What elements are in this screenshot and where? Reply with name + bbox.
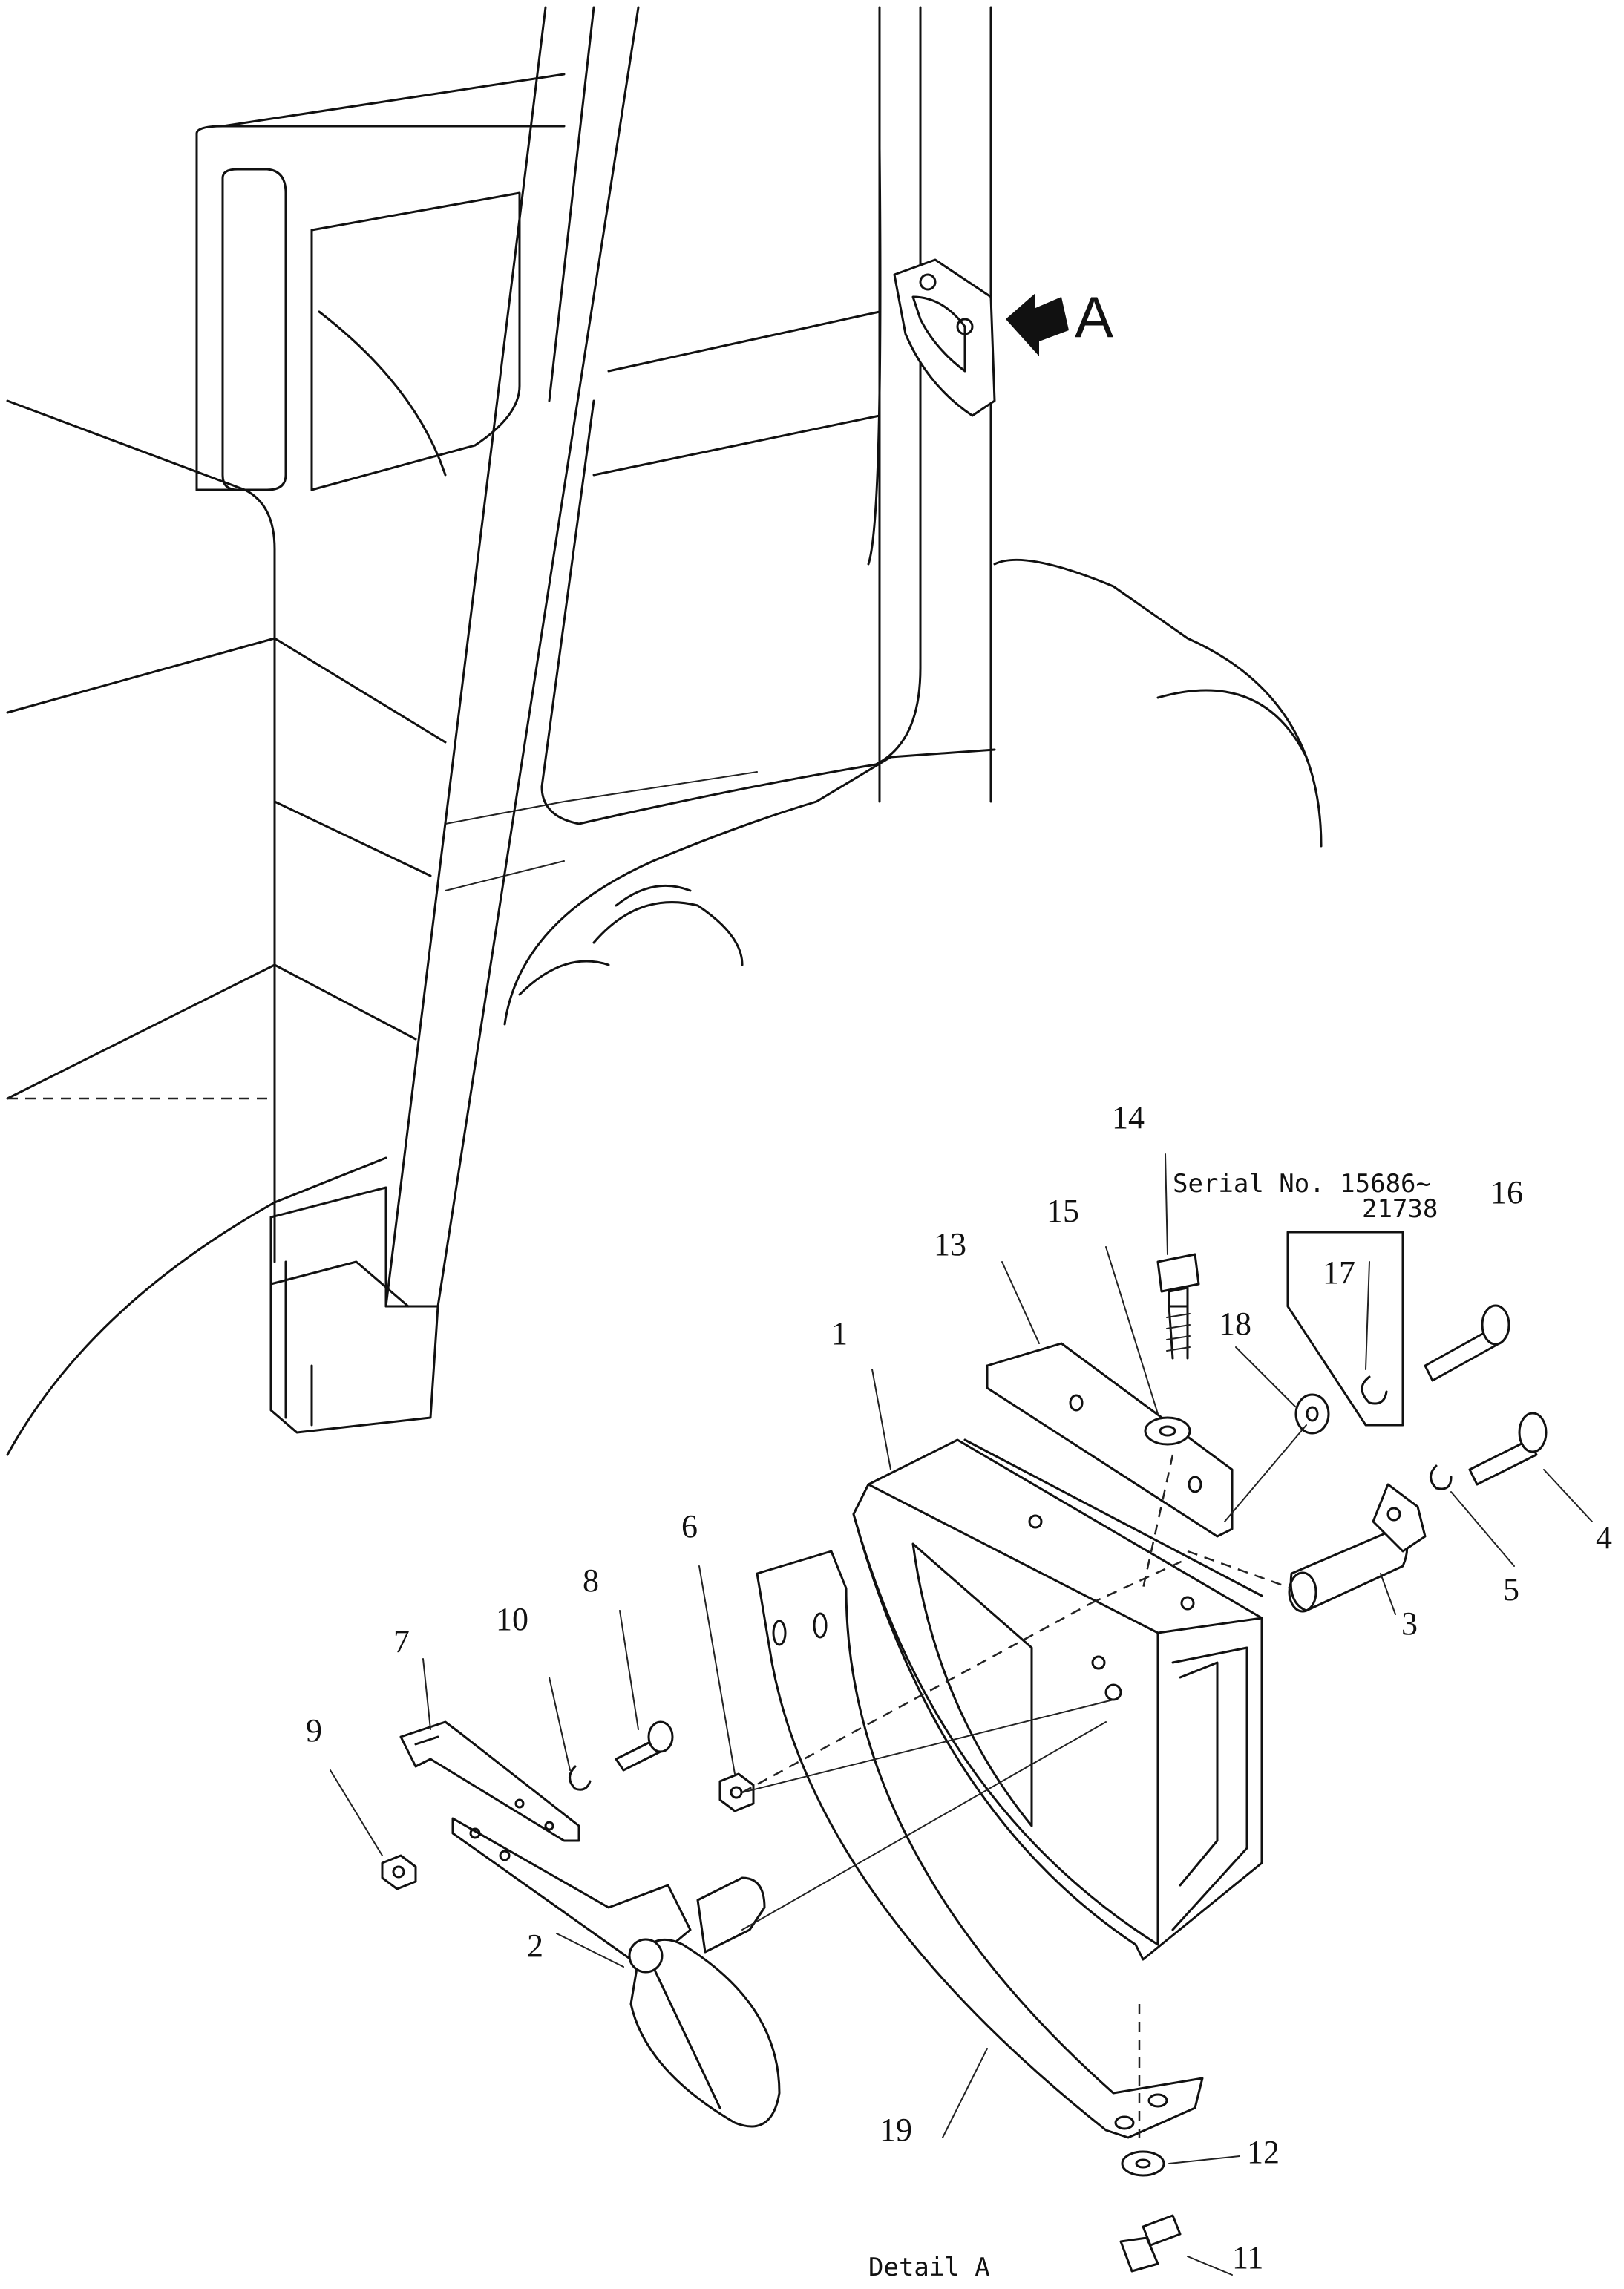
- serial-note-line-1: Serial No. 15686~: [1173, 1169, 1431, 1199]
- callout-1: 1: [831, 1315, 848, 1352]
- assembly-axes: [741, 1424, 1307, 2138]
- serial-note-frame: [1286, 1231, 1404, 1427]
- callout-7: 7: [393, 1623, 410, 1660]
- callout-14: 14: [1112, 1099, 1145, 1136]
- part-13-bracket: [986, 1342, 1234, 1538]
- callout-19: 19: [880, 2112, 912, 2148]
- callout-15: 15: [1047, 1193, 1079, 1229]
- vehicle-body-outline: [6, 73, 1323, 1456]
- mast-pillars: [269, 6, 992, 1434]
- callout-18: 18: [1219, 1306, 1251, 1342]
- part-1-mirror-frame: [852, 1438, 1263, 1961]
- callout-12: 12: [1247, 2134, 1280, 2170]
- callout-3: 3: [1401, 1605, 1418, 1642]
- callout-16: 16: [1490, 1174, 1523, 1211]
- callout-6: 6: [681, 1508, 698, 1545]
- callout-4: 4: [1596, 1519, 1612, 1556]
- serial-note-line-2: 21738: [1362, 1194, 1438, 1224]
- part-19-guard-plate: [756, 1550, 1204, 2139]
- callout-2: 2: [527, 1928, 543, 1964]
- callout-8: 8: [583, 1562, 599, 1599]
- callout-17: 17: [1323, 1254, 1355, 1291]
- part-3-pin: [1288, 1483, 1427, 1613]
- callout-11: 11: [1232, 2239, 1264, 2276]
- detail-a-marker: [893, 258, 996, 417]
- callout-13: 13: [934, 1226, 966, 1263]
- part-2-mirror-arm: [451, 1817, 781, 2128]
- detail-a-arrow-label: A: [1075, 284, 1114, 350]
- callout-10: 10: [496, 1601, 528, 1637]
- leader-lines: [330, 1153, 1593, 2276]
- callout-5: 5: [1503, 1571, 1519, 1608]
- hardware-bolts-nuts-washers: [381, 1253, 1548, 2273]
- detail-caption: Detail A: [868, 2253, 990, 2282]
- part-7-clamp: [399, 1720, 580, 1842]
- callout-9: 9: [306, 1712, 322, 1749]
- pointer-arrow-icon: [1006, 293, 1069, 356]
